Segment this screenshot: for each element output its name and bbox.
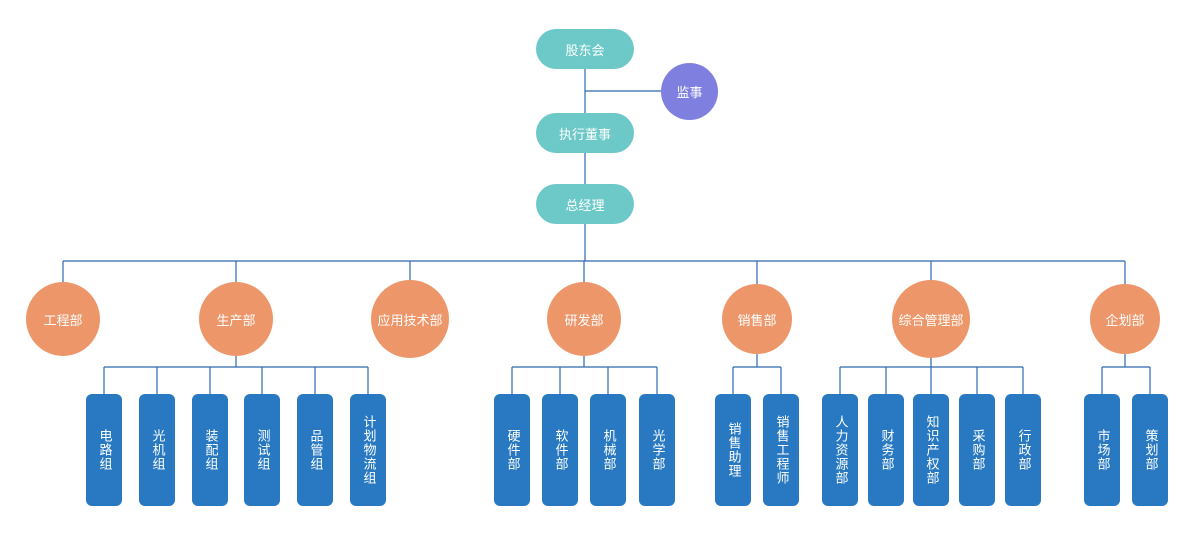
dept-node: 销售部 (722, 284, 792, 354)
sub-unit-node: 策划部 (1132, 394, 1168, 506)
sub-unit-node: 销售工程师 (763, 394, 799, 506)
sub-unit-node: 光机组 (139, 394, 175, 506)
sub-unit-node: 光学部 (639, 394, 675, 506)
sub-unit-node: 软件部 (542, 394, 578, 506)
sub-unit-node: 机械部 (590, 394, 626, 506)
director-node: 执行董事 (536, 113, 634, 153)
sub-unit-node: 电路组 (86, 394, 122, 506)
sub-unit-node: 销售助理 (715, 394, 751, 506)
sub-unit-node: 品管组 (297, 394, 333, 506)
dept-node: 应用技术部 (371, 280, 449, 358)
sub-unit-node: 采购部 (959, 394, 995, 506)
sub-unit-node: 财务部 (868, 394, 904, 506)
sub-unit-node: 计划物流组 (350, 394, 386, 506)
sub-unit-node: 知识产权部 (913, 394, 949, 506)
dept-node: 企划部 (1090, 284, 1160, 354)
dept-node: 生产部 (199, 282, 273, 356)
dept-node: 综合管理部 (892, 280, 970, 358)
shareholders-node: 股东会 (536, 29, 634, 69)
sub-unit-node: 硬件部 (494, 394, 530, 506)
sub-unit-node: 行政部 (1005, 394, 1041, 506)
dept-node: 研发部 (547, 282, 621, 356)
supervisor-node: 监事 (661, 63, 718, 120)
sub-unit-node: 市场部 (1084, 394, 1120, 506)
sub-unit-node: 人力资源部 (822, 394, 858, 506)
dept-node: 工程部 (26, 282, 100, 356)
general-manager-node: 总经理 (536, 184, 634, 224)
sub-unit-node: 测试组 (244, 394, 280, 506)
sub-unit-node: 装配组 (192, 394, 228, 506)
